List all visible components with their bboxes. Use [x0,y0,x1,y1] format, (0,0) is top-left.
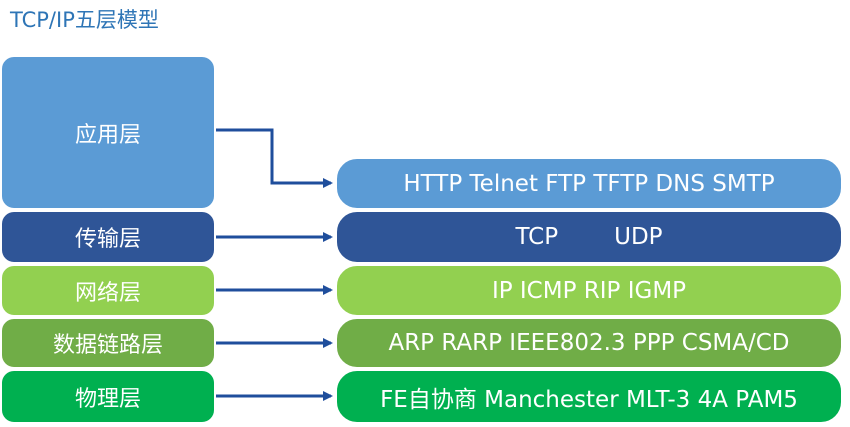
protocol-box-application: HTTP Telnet FTP TFTP DNS SMTP [335,157,843,210]
layer-label-network: 网络层 [74,280,141,306]
protocol-tcp: TCP [515,224,559,250]
protocol-udp: UDP [614,224,663,250]
layer-box-application: 应用层 [0,55,216,210]
layer-label-datalink: 数据链路层 [52,333,163,358]
protocol-box-datalink: ARP RARP IEEE802.3 PPP CSMA/CD [335,317,843,369]
protocol-box-transport: TCP UDP [335,210,843,264]
layer-box-datalink: 数据链路层 [0,317,216,369]
arrow-application [216,128,333,188]
protocols-physical: FE自协商 Manchester MLT-3 4A PAM5 [380,386,798,413]
protocol-box-physical: FE自协商 Manchester MLT-3 4A PAM5 [335,369,843,424]
protocols-datalink: ARP RARP IEEE802.3 PPP CSMA/CD [388,330,790,356]
layer-box-network: 网络层 [0,264,216,317]
protocols-network: IP ICMP RIP IGMP [491,277,687,304]
diagram-title: TCP/IP五层模型 [10,8,159,32]
layer-label-transport: 传输层 [74,227,141,252]
protocols-application: HTTP Telnet FTP TFTP DNS SMTP [403,170,775,197]
layer-box-physical: 物理层 [0,369,216,424]
layer-label-physical: 物理层 [74,386,141,412]
layer-label-application: 应用层 [74,122,141,148]
layer-box-transport: 传输层 [0,210,216,264]
protocol-box-network: IP ICMP RIP IGMP [335,264,843,317]
